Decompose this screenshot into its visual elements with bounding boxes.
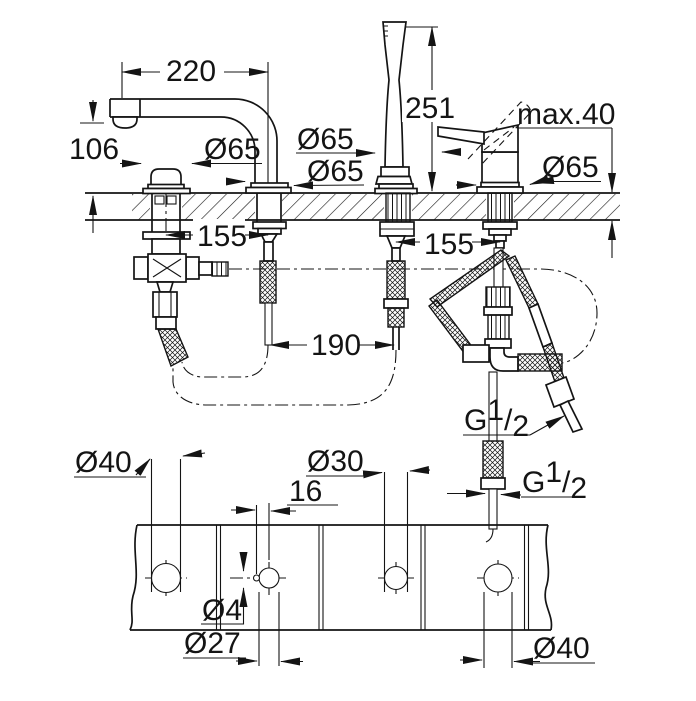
dimensions-plan-view: Ø40 Ø30 16 Ø4 Ø27 bbox=[74, 445, 595, 668]
dim-pin-hole: Ø4 bbox=[202, 594, 242, 627]
hand-shower-holder bbox=[374, 175, 414, 185]
dim-escutcheon-mixer: Ø65 bbox=[542, 151, 599, 184]
dim-spout-reach: 220 bbox=[166, 55, 216, 88]
spray-face-texture bbox=[384, 25, 388, 37]
top-view: 220 106 251 max.40 Ø65 Ø65 bbox=[66, 21, 620, 543]
break-line-right bbox=[544, 524, 553, 631]
hose-hex-nut bbox=[544, 375, 576, 409]
volume-control-valve bbox=[133, 168, 229, 367]
threaded-shank bbox=[385, 192, 411, 223]
dim-thread-lower: G1/2 bbox=[522, 456, 587, 505]
dim-deck-thickness: max.40 bbox=[517, 98, 615, 131]
valve-escutcheon bbox=[142, 187, 191, 195]
dimensions-top-view: 220 106 251 max.40 Ø65 Ø65 bbox=[66, 26, 616, 505]
drill-holes bbox=[145, 560, 519, 596]
plan-view: Ø40 Ø30 16 Ø4 Ø27 bbox=[74, 445, 595, 668]
lever-alt-position bbox=[467, 101, 532, 167]
dim-pin-offset: 16 bbox=[289, 475, 322, 508]
hole-4 bbox=[483, 563, 513, 593]
valve-supply-hose bbox=[157, 328, 189, 367]
dim-hole4: Ø40 bbox=[533, 632, 590, 665]
dim-spacing-right: 155 bbox=[424, 228, 474, 261]
tub-spout bbox=[109, 62, 292, 346]
shower-hose bbox=[386, 260, 406, 300]
dim-spacing-left: 155 bbox=[197, 220, 247, 253]
deck-section-hatch bbox=[132, 194, 620, 220]
dim-hole2: Ø27 bbox=[184, 627, 241, 660]
break-line-left bbox=[129, 524, 138, 631]
single-lever-mixer bbox=[428, 101, 584, 543]
dim-escutcheon-handshower: Ø65 bbox=[297, 123, 354, 156]
dim-escutcheon-valve: Ø65 bbox=[204, 133, 261, 166]
hole-3 bbox=[383, 565, 409, 591]
panel-joint-lines bbox=[215, 525, 530, 630]
mixer-escutcheon bbox=[476, 186, 524, 194]
valve-side-outlet bbox=[211, 261, 229, 277]
dim-hole3: Ø30 bbox=[307, 445, 364, 478]
hole-1 bbox=[150, 562, 182, 594]
mounting-deck bbox=[85, 192, 620, 221]
dim-handshower-height: 251 bbox=[405, 92, 455, 125]
hose-routing-centerlines bbox=[172, 268, 598, 406]
pin-hole bbox=[252, 574, 261, 582]
hole-2 bbox=[258, 567, 280, 589]
mixer-lever bbox=[437, 126, 485, 146]
dim-spout-height: 106 bbox=[69, 133, 119, 166]
dim-hose-loop-spacing: 190 bbox=[311, 329, 361, 362]
spout-escutcheon bbox=[245, 186, 292, 194]
deck-strip bbox=[129, 524, 553, 631]
spout-supply-hose bbox=[259, 260, 277, 304]
hand-shower bbox=[374, 21, 418, 350]
dim-hole1: Ø40 bbox=[75, 446, 132, 479]
dim-escutcheon-spout: Ø65 bbox=[307, 155, 364, 188]
spout-aerator bbox=[112, 116, 138, 129]
hose-elbow bbox=[489, 347, 519, 372]
valve-knob bbox=[150, 168, 182, 186]
spout-outer-profile bbox=[110, 98, 278, 184]
